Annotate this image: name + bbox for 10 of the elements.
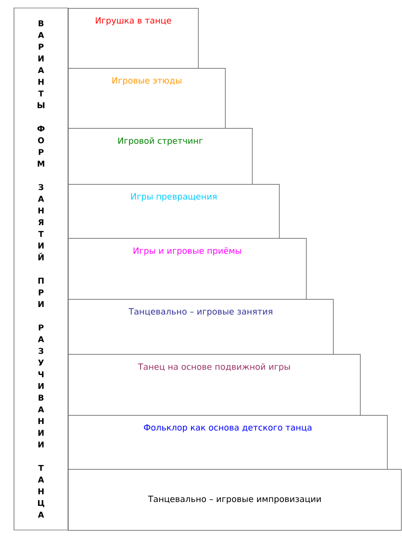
step-box: Игры превращения: [68, 184, 280, 239]
step-box: Танцевально – игровые занятия: [68, 299, 334, 355]
step-box: Игровые этюды: [68, 68, 226, 129]
step-box: Танец на основе подвижной игры: [68, 354, 361, 416]
step-box: Фольклор как основа детского танца: [68, 415, 388, 470]
step-box: Игрушка в танце: [68, 8, 199, 69]
step-box: Игры и игровые приёмы: [68, 238, 307, 300]
step-box: Игровой стретчинг: [68, 128, 253, 185]
vertical-title-band: ВАРИАНТЫ ФОРМ ЗАНЯТИЙ ПРИ РАЗУЧИВАНИИ ТАНЦА: [14, 8, 68, 530]
step-box: Танцевально – игровые импровизации: [68, 469, 402, 531]
